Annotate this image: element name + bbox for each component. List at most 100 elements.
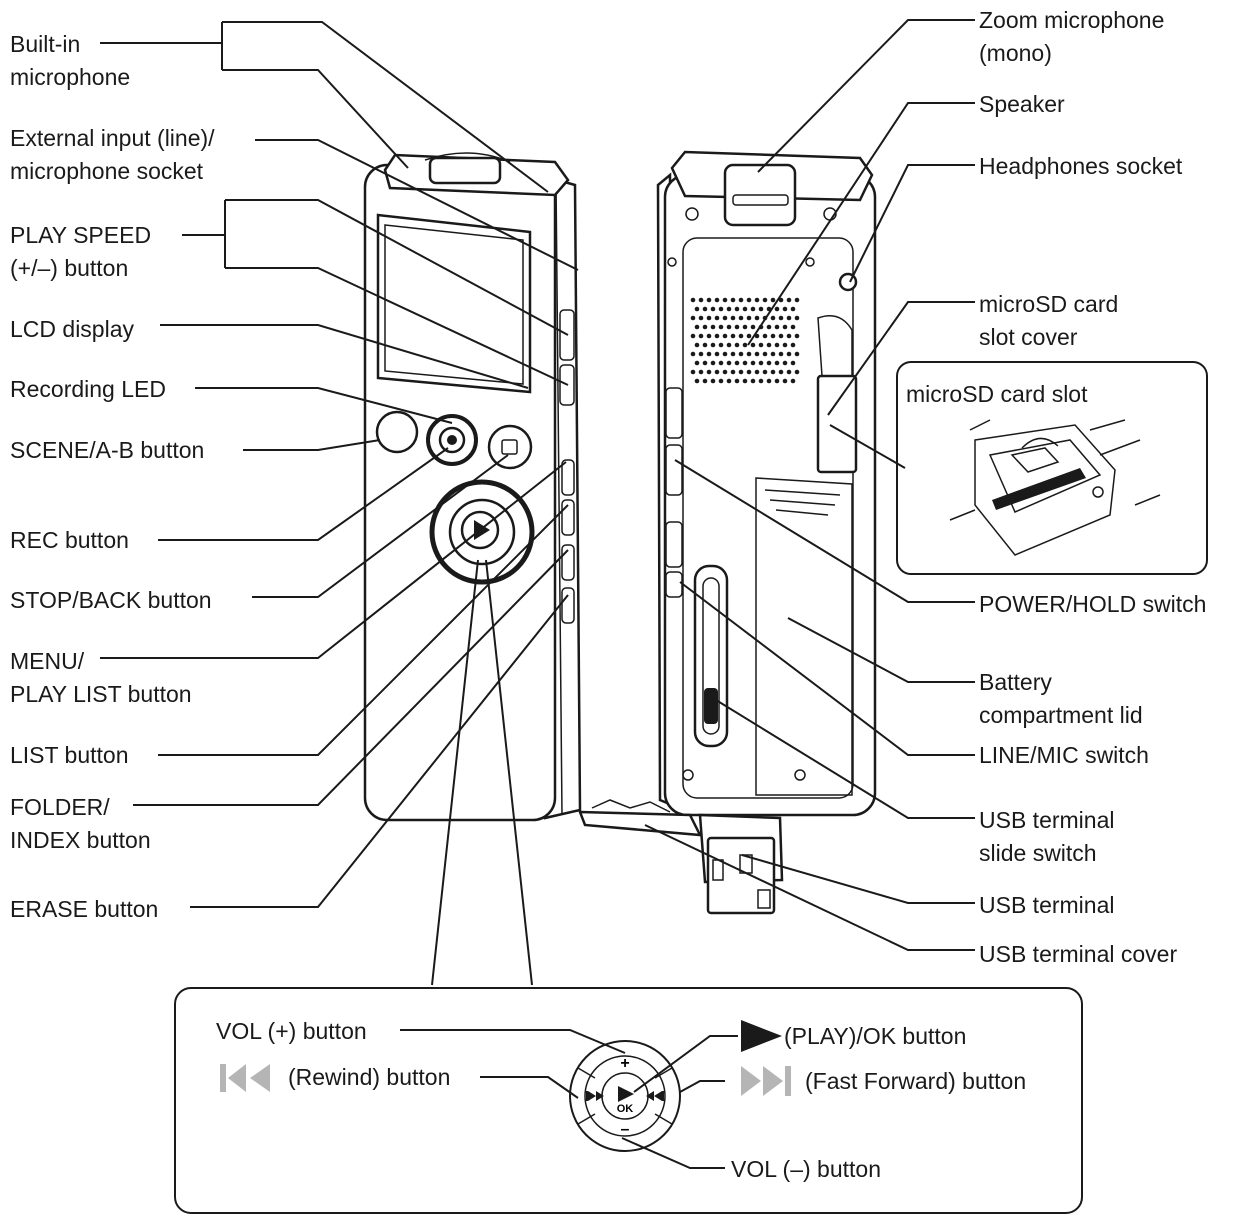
speaker-hole — [774, 306, 780, 312]
speaker-hole — [766, 360, 772, 366]
speaker-hole — [718, 378, 724, 384]
label-microsd-cover-line1: microSD card — [979, 291, 1118, 317]
speaker-hole — [770, 297, 776, 303]
speaker-hole — [710, 324, 716, 330]
speaker-hole — [714, 297, 720, 303]
label-vol-minus: VOL (–) button — [731, 1156, 881, 1182]
label-usb-cover: USB terminal cover — [979, 941, 1177, 967]
speaker-grille — [690, 297, 800, 384]
speaker-hole — [706, 297, 712, 303]
speaker-hole — [774, 378, 780, 384]
speaker-hole — [778, 297, 784, 303]
speaker-hole — [754, 297, 760, 303]
speaker-hole — [782, 360, 788, 366]
label-stop: STOP/BACK button — [10, 587, 212, 613]
label-microsd-slot: microSD card slot — [906, 381, 1088, 407]
labels: Built-in microphone External input (line… — [10, 7, 1206, 1182]
speaker-hole — [710, 360, 716, 366]
speaker-hole — [786, 315, 792, 321]
front-device — [363, 152, 582, 822]
speaker-hole — [758, 360, 764, 366]
speaker-hole — [762, 369, 768, 375]
speaker-hole — [714, 333, 720, 339]
dial-play-glyph — [618, 1086, 634, 1102]
speaker-hole — [722, 315, 728, 321]
label-usb-slide-line2: slide switch — [979, 840, 1097, 866]
label-microsd-cover-line2: slot cover — [979, 324, 1078, 350]
label-speaker: Speaker — [979, 91, 1065, 117]
dial-ffwd-glyph — [646, 1091, 662, 1101]
speaker-hole — [714, 351, 720, 357]
speaker-hole — [774, 360, 780, 366]
label-play-ok: (PLAY)/OK button — [784, 1023, 966, 1049]
speaker-hole — [710, 378, 716, 384]
label-ext-input-line1: External input (line)/ — [10, 125, 215, 151]
speaker-hole — [694, 306, 700, 312]
speaker-hole — [746, 351, 752, 357]
back-device — [578, 150, 877, 915]
label-erase: ERASE button — [10, 896, 158, 922]
label-ext-input-line2: microphone socket — [10, 158, 204, 184]
speaker-hole — [734, 360, 740, 366]
speaker-hole — [690, 369, 696, 375]
speaker-hole — [702, 360, 708, 366]
label-ffwd: (Fast Forward) button — [805, 1068, 1026, 1094]
speaker-hole — [786, 369, 792, 375]
speaker-hole — [758, 378, 764, 384]
label-menu-line1: MENU/ — [10, 648, 85, 674]
speaker-hole — [794, 369, 800, 375]
label-menu-line2: PLAY LIST button — [10, 681, 192, 707]
speaker-hole — [786, 333, 792, 339]
speaker-hole — [738, 351, 744, 357]
speaker-hole — [766, 324, 772, 330]
label-usb-slide-line1: USB terminal — [979, 807, 1114, 833]
speaker-hole — [706, 315, 712, 321]
speaker-hole — [694, 324, 700, 330]
speaker-hole — [742, 306, 748, 312]
speaker-hole — [782, 342, 788, 348]
speaker-hole — [766, 342, 772, 348]
label-headphones: Headphones socket — [979, 153, 1183, 179]
speaker-hole — [702, 324, 708, 330]
speaker-hole — [750, 306, 756, 312]
speaker-hole — [746, 333, 752, 339]
speaker-hole — [778, 315, 784, 321]
speaker-hole — [770, 333, 776, 339]
dial-plus-mark: + — [620, 1055, 629, 1072]
label-battery-line2: compartment lid — [979, 702, 1143, 728]
speaker-hole — [738, 297, 744, 303]
dial-rewind-glyph — [588, 1091, 604, 1101]
speaker-hole — [790, 378, 796, 384]
speaker-hole — [726, 342, 732, 348]
speaker-hole — [694, 342, 700, 348]
speaker-hole — [774, 342, 780, 348]
speaker-hole — [726, 360, 732, 366]
label-battery-line1: Battery — [979, 669, 1052, 695]
speaker-hole — [746, 369, 752, 375]
dial-inset: + – OK — [174, 987, 1083, 1214]
speaker-hole — [794, 351, 800, 357]
speaker-hole — [706, 333, 712, 339]
speaker-hole — [794, 315, 800, 321]
speaker-hole — [730, 369, 736, 375]
speaker-hole — [762, 351, 768, 357]
speaker-hole — [690, 315, 696, 321]
speaker-hole — [794, 333, 800, 339]
speaker-hole — [770, 351, 776, 357]
speaker-hole — [714, 369, 720, 375]
label-play-speed-line1: PLAY SPEED — [10, 222, 151, 248]
label-power: POWER/HOLD switch — [979, 591, 1206, 617]
label-play-speed-line2: (+/–) button — [10, 255, 128, 281]
speaker-hole — [750, 360, 756, 366]
speaker-hole — [746, 315, 752, 321]
speaker-hole — [762, 333, 768, 339]
speaker-hole — [710, 306, 716, 312]
speaker-hole — [726, 306, 732, 312]
speaker-hole — [690, 297, 696, 303]
speaker-hole — [722, 351, 728, 357]
label-builtin-mic-line1: Built-in — [10, 31, 80, 57]
speaker-hole — [770, 369, 776, 375]
speaker-hole — [698, 351, 704, 357]
speaker-hole — [790, 306, 796, 312]
speaker-hole — [698, 369, 704, 375]
